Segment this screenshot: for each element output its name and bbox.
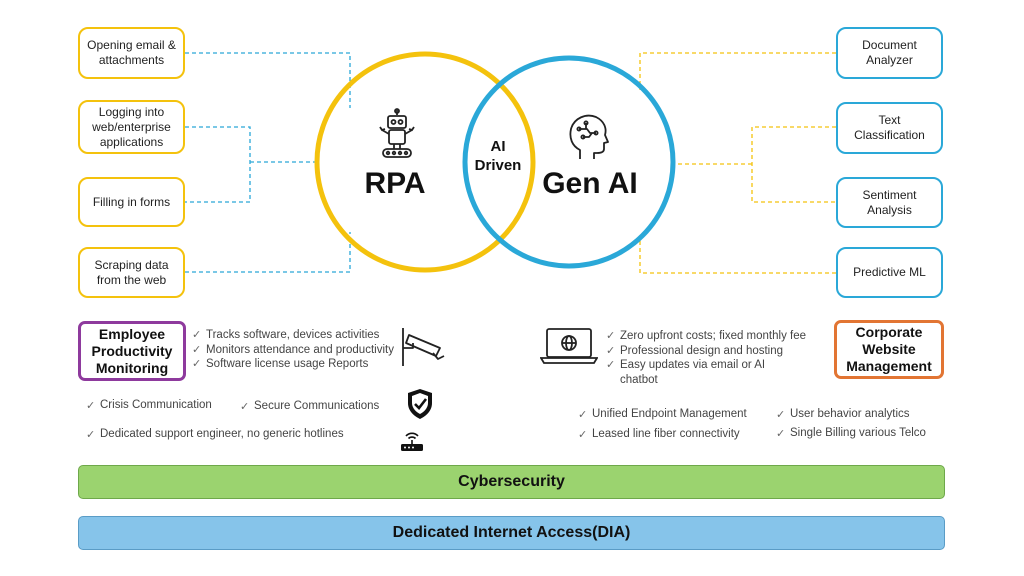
ai-head-icon: [569, 114, 609, 159]
robot-icon: [379, 108, 415, 158]
rpa-item-email: Opening email & attachments: [78, 27, 185, 79]
corporate-bullet: Zero upfront costs; fixed monthly fee: [606, 329, 806, 344]
dia-bar: Dedicated Internet Access(DIA): [78, 516, 945, 550]
check-secure-communications: Secure Communications: [240, 400, 379, 413]
genai-item-sentiment: Sentiment Analysis: [836, 177, 943, 228]
employee-bullet: Monitors attendance and productivity: [192, 343, 397, 358]
rpa-item-forms: Filling in forms: [78, 177, 185, 227]
employee-productivity-tag: Employee Productivity Monitoring: [78, 321, 186, 381]
rpa-item-login: Logging into web/enterprise applications: [78, 100, 185, 154]
check-single-billing: Single Billing various Telco: [776, 427, 926, 440]
corporate-bullet: Easy updates via email or AI chatbot: [606, 358, 806, 387]
genai-item-text: Text Classification: [836, 102, 943, 154]
genai-title: Gen AI: [542, 167, 638, 200]
genai-item-document: Document Analyzer: [836, 27, 943, 79]
check-dedicated-support: Dedicated support engineer, no generic h…: [86, 428, 344, 441]
check-crisis-communication: Crisis Communication: [86, 399, 212, 412]
laptop-globe-icon: [540, 328, 598, 364]
rpa-title: RPA: [364, 167, 426, 200]
rpa-item-scraping: Scraping data from the web: [78, 247, 185, 298]
genai-item-predictive: Predictive ML: [836, 247, 943, 298]
corporate-website-tag: Corporate Website Management: [834, 320, 944, 379]
check-user-behavior: User behavior analytics: [776, 408, 910, 421]
corporate-bullet: Professional design and hosting: [606, 344, 806, 359]
employee-bullet: Software license usage Reports: [192, 357, 397, 372]
corporate-bullets: Zero upfront costs; fixed monthly fee Pr…: [606, 329, 806, 387]
shield-check-icon: [408, 389, 432, 419]
employee-bullets: Tracks software, devices activities Moni…: [192, 328, 397, 372]
employee-bullet: Tracks software, devices activities: [192, 328, 397, 343]
check-leased-line: Leased line fiber connectivity: [578, 428, 740, 441]
check-unified-endpoint: Unified Endpoint Management: [578, 408, 747, 421]
wifi-router-icon: [401, 432, 423, 451]
cybersecurity-bar: Cybersecurity: [78, 465, 945, 499]
security-camera-icon: [402, 328, 445, 366]
